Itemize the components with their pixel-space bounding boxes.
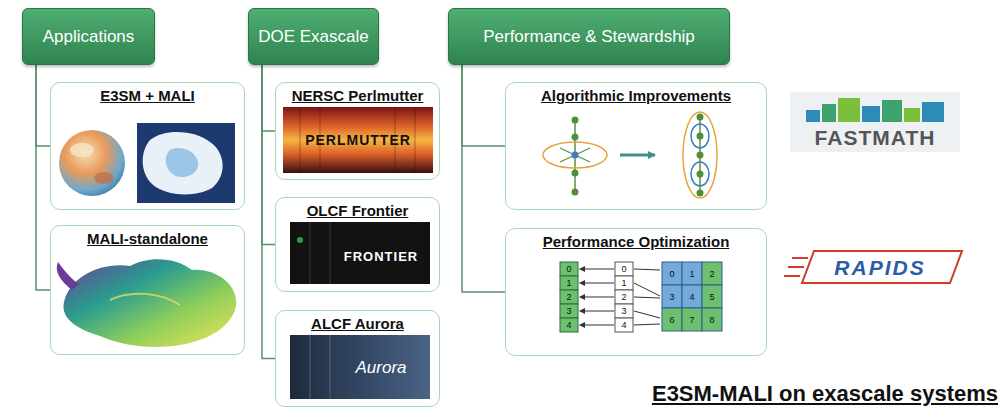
content-card: MALI-standalone — [50, 225, 245, 355]
matrix-index: 0 — [669, 269, 674, 278]
node-title: ALCF Aurora — [311, 315, 404, 332]
globe-patch — [94, 172, 114, 184]
array-index: 4 — [566, 321, 571, 330]
node-title: Algorithmic Improvements — [541, 87, 731, 104]
aurora-image — [290, 335, 430, 399]
tree-connector — [262, 65, 275, 131]
graph-nodes — [697, 114, 704, 197]
array-index: 0 — [621, 265, 626, 274]
node-title: E3SM + MALI — [100, 87, 195, 104]
system-name: PERLMUTTER — [305, 133, 411, 147]
graph-edge — [560, 148, 590, 162]
ice-shape — [143, 132, 223, 194]
cabinet-stripes — [300, 107, 415, 173]
tree-connector — [262, 65, 275, 245]
ice-sheet-image — [137, 123, 235, 203]
cabinet-stripes — [310, 335, 330, 399]
transform-arrow — [620, 154, 655, 157]
graph-edge — [560, 148, 590, 162]
matrix-index: 1 — [689, 269, 694, 278]
pointer-arrows — [580, 269, 660, 325]
partition-ellipse — [543, 142, 607, 168]
array-cells — [560, 262, 578, 332]
logo-ground — [790, 92, 960, 152]
tree-connector — [462, 65, 505, 146]
array-index: 2 — [621, 293, 626, 302]
tree-connector — [36, 65, 50, 146]
tree-connector — [462, 65, 505, 292]
array-index: 0 — [566, 265, 571, 274]
tree-connector — [262, 65, 275, 359]
graph-node — [572, 152, 579, 159]
frontier-image — [290, 222, 430, 284]
matrix-cells — [662, 262, 722, 331]
fastmath-logo-bars — [806, 98, 944, 122]
cabinet-stripes — [310, 222, 330, 284]
matrix-index: 5 — [709, 292, 714, 301]
array-index: 4 — [621, 321, 626, 330]
array-index: 2 — [566, 293, 571, 302]
array-index: 1 — [621, 279, 626, 288]
globe-image — [59, 130, 125, 196]
antarctica-peninsula — [57, 262, 79, 290]
content-card: OLCF Frontier — [275, 197, 440, 292]
partition-ellipse — [683, 112, 717, 198]
index-cells — [615, 262, 633, 332]
matrix-index: 7 — [689, 315, 694, 324]
rapids-logo-dashes — [784, 258, 808, 276]
partition-ellipse — [691, 124, 709, 148]
node-title: Performance Optimization — [543, 233, 730, 250]
ice-stream — [110, 294, 180, 305]
system-name: FRONTIER — [344, 250, 418, 263]
antarctica-map — [63, 259, 236, 347]
category-tab: DOE Exascale — [248, 8, 379, 65]
perlmutter-image — [283, 107, 433, 173]
matrix-index: 6 — [669, 315, 674, 324]
array-index: 3 — [621, 307, 626, 316]
node-title: MALI-standalone — [87, 230, 208, 247]
logo-text: RAPIDS — [834, 257, 925, 278]
category-tab: Applications — [22, 8, 155, 65]
node-title: DOE Exascale — [258, 27, 369, 47]
matrix-index: 2 — [709, 269, 714, 278]
rapids-logo-frame — [802, 251, 962, 283]
content-card: E3SM + MALI — [50, 82, 245, 210]
node-title: NERSC Perlmutter — [292, 87, 424, 104]
tree-connector — [36, 65, 50, 290]
system-name: Aurora — [355, 359, 406, 376]
array-index: 1 — [566, 279, 571, 288]
partition-ellipse — [691, 162, 709, 186]
ice-shape — [166, 148, 198, 177]
globe-patch — [70, 143, 94, 157]
node-title: OLCF Frontier — [307, 202, 409, 219]
matrix-index: 4 — [689, 292, 694, 301]
content-card: Algorithmic Improvements — [505, 82, 767, 210]
logo-text: FASTMATH — [815, 127, 936, 148]
status-light — [297, 237, 303, 243]
node-title: Applications — [43, 27, 135, 47]
caption: E3SM-MALI on exascale systems — [652, 381, 998, 407]
graph-nodes — [572, 117, 579, 196]
matrix-index: 8 — [709, 315, 714, 324]
array-index: 3 — [566, 307, 571, 316]
category-tab: Performance & Stewardship — [448, 8, 730, 65]
matrix-index: 3 — [669, 292, 674, 301]
node-title: Performance & Stewardship — [483, 27, 695, 47]
content-card: Performance Optimization — [505, 228, 767, 356]
content-card: NERSC Perlmutter — [275, 82, 440, 180]
